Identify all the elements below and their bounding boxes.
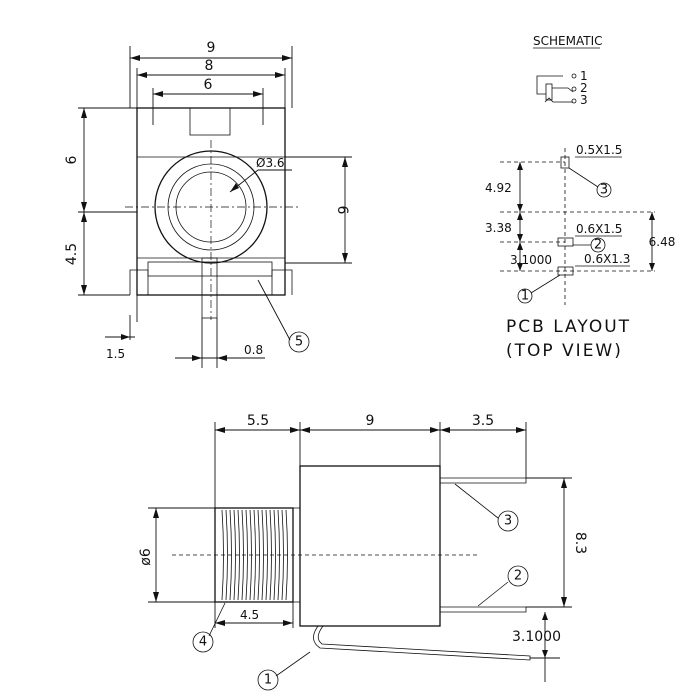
side-callout-1: 1: [264, 673, 272, 688]
side-dim-4-5: 4.5: [240, 608, 259, 622]
pcb-pad-3: [560, 156, 570, 169]
callout-5-circle: [288, 331, 310, 353]
schematic-pin-3: 3: [580, 93, 588, 107]
front-bottom-pin: [201, 257, 218, 319]
callout-5-label: 5: [295, 335, 303, 350]
callout-5-leader: [257, 279, 291, 341]
side-dim-3-5: 3.5: [472, 413, 494, 429]
side-dim-9: 9: [366, 413, 375, 429]
pcb-pad-2: [557, 237, 574, 247]
side-dim-8-3: 8.3: [572, 532, 588, 554]
schematic-pin-1: 1: [580, 69, 588, 83]
thread-line: [245, 509, 248, 601]
pcb-pad-1-size: 0.6X1.3: [584, 252, 630, 266]
pcb-callout-1-circle: [517, 288, 533, 304]
dim-6-right-label: 6: [334, 206, 350, 215]
thread-line: [281, 509, 284, 601]
side-dim-3-1000: 3.1000: [512, 629, 561, 645]
pcb-pad-2-size: 0.6X1.5: [576, 222, 622, 236]
pcb-callout-2: 2: [594, 238, 602, 253]
dim-1-5-label: 1.5: [106, 347, 125, 361]
schematic-title: SCHEMATIC: [533, 34, 602, 48]
dim-bore-label: Ø3.6: [256, 156, 285, 170]
thread-line: [225, 509, 228, 601]
side-callout-2-circle: [507, 565, 529, 587]
pcb-callout-2-circle: [590, 237, 606, 253]
thread-line: [237, 509, 240, 601]
pcb-dim-4-92: 4.92: [485, 181, 512, 195]
pcb-layout-title: PCB LAYOUT: [506, 317, 631, 337]
pcb-callout-3: 3: [600, 183, 608, 198]
front-top-notch: [189, 107, 231, 136]
pcb-dim-3-38: 3.38: [485, 221, 512, 235]
schematic-pin-2: 2: [580, 81, 588, 95]
dim-6-top-label: 6: [204, 77, 213, 93]
side-callout-4: 4: [199, 635, 207, 650]
side-callout-3: 3: [504, 514, 512, 529]
thread-line: [265, 509, 268, 601]
schematic-jack-symbol: [536, 75, 563, 95]
thread-line: [253, 509, 256, 601]
dim-8-label: 8: [205, 58, 214, 74]
side-callout-1-circle: [257, 669, 279, 691]
dim-9-label: 9: [207, 40, 216, 56]
front-body-outline: [136, 107, 286, 296]
front-view: 9 8 6 6 4.5 6: [64, 40, 352, 368]
front-base-flange: [129, 269, 149, 295]
pcb-pad-3-size: 0.5X1.5: [576, 143, 622, 157]
pcb-layout: 4.92 3.38 3.1000 6.48 0.5X1.5 0.6X1.5 0.…: [485, 143, 675, 361]
side-pin-1: [313, 625, 531, 661]
thread-line: [273, 509, 276, 601]
pcb-callout-1: 1: [521, 289, 529, 304]
front-base-flange-right: [271, 269, 293, 295]
side-view: 5.5 9 3.5 ø6 4.5 8.3 3.1000 3: [138, 413, 588, 691]
front-bottom-step: [147, 261, 273, 277]
dim-4-5-left-label: 4.5: [64, 243, 80, 265]
dim-0-8-label: 0.8: [244, 343, 263, 357]
dim-6-left-label: 6: [64, 155, 80, 164]
side-callout-4-circle: [192, 631, 214, 653]
pcb-dim-6-48: 6.48: [649, 235, 676, 249]
side-pin-2: [440, 606, 527, 613]
pcb-callout-3-circle: [596, 182, 612, 198]
pcb-layout-subtitle: (TOP VIEW): [506, 341, 623, 361]
pcb-dim-3-1000: 3.1000: [510, 253, 552, 267]
side-callout-3-circle: [497, 510, 519, 532]
side-pin-3: [440, 477, 527, 484]
side-body: [299, 465, 441, 627]
side-dim-5-5: 5.5: [247, 413, 269, 429]
schematic: SCHEMATIC 1 2 3: [533, 34, 602, 107]
side-callout-2: 2: [514, 569, 522, 584]
side-dim-dia6: ø6: [138, 548, 154, 566]
